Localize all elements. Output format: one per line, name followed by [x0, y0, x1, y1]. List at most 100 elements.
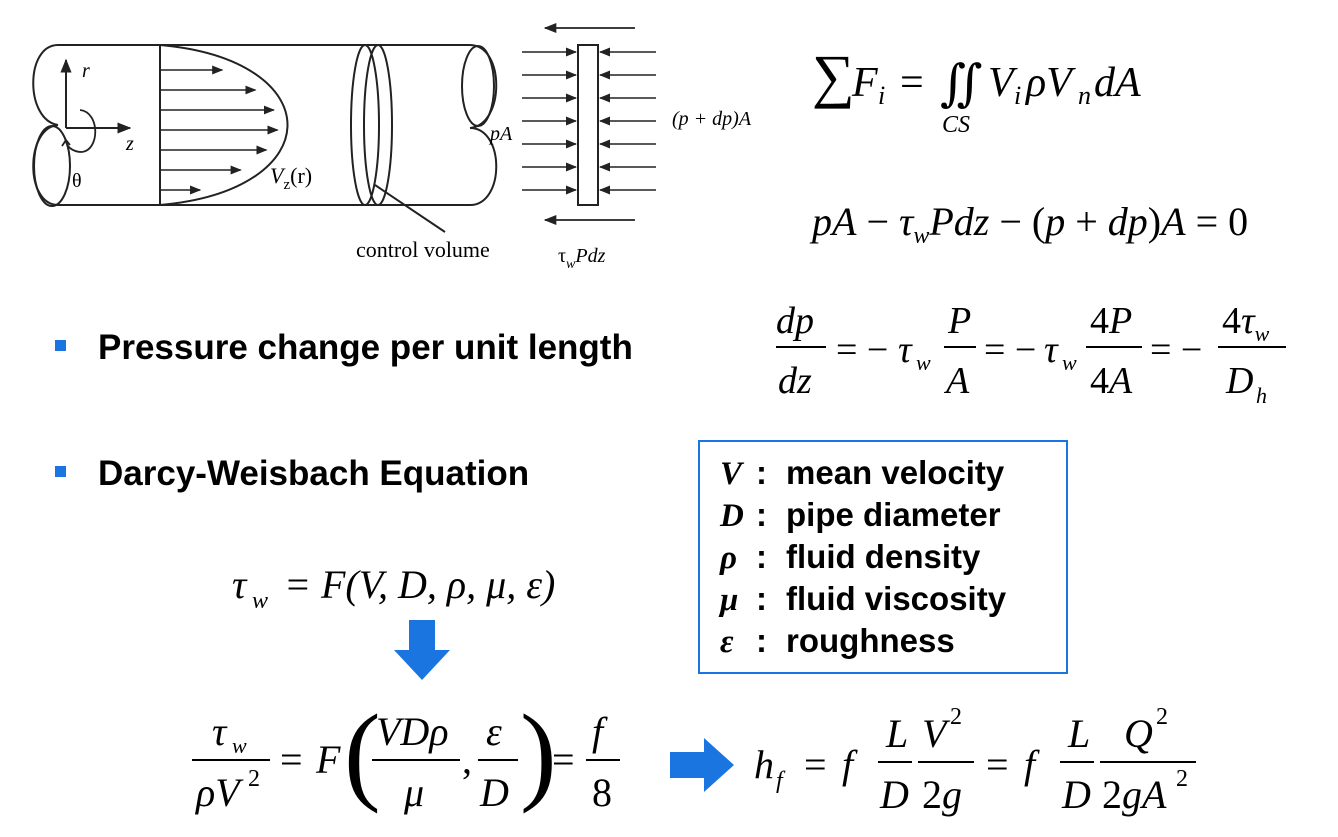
control-volume-label: control volume — [356, 237, 490, 262]
svg-text:L: L — [885, 711, 908, 756]
legend-symbol: D — [720, 498, 744, 534]
legend-text: fluid viscosity — [786, 580, 1007, 617]
legend-symbol: μ — [720, 582, 739, 618]
legend-item: D:pipe diameter — [720, 496, 1001, 535]
svg-text:=: = — [552, 737, 575, 782]
svg-text:f: f — [776, 768, 786, 794]
svg-text:= −: = − — [1150, 329, 1202, 371]
svg-text:P: P — [947, 300, 971, 342]
bullet-icon — [55, 466, 66, 477]
svg-text:8: 8 — [592, 770, 612, 815]
svg-text:f: f — [1024, 742, 1040, 787]
svg-text:V: V — [922, 711, 951, 756]
legend-colon: : — [756, 538, 767, 575]
svg-text:τ: τ — [1044, 329, 1059, 371]
shear-stress-relation: τ w = F(V, D, ρ, μ, ε) — [232, 562, 555, 614]
svg-text:dp: dp — [776, 300, 814, 342]
svg-text:h: h — [754, 742, 774, 787]
pdpA-label: (p + dp)A — [672, 108, 752, 130]
svg-text:τ: τ — [232, 562, 248, 607]
svg-text:f: f — [592, 709, 608, 754]
svg-text:dz: dz — [778, 360, 812, 402]
svg-text:= −: = − — [836, 329, 888, 371]
head-loss-equation: h f = f L D V 2 2g = f L D Q 2 2gA 2 — [754, 704, 1196, 817]
svg-text:4τw: 4τw — [1222, 300, 1270, 346]
svg-text:D: D — [1225, 360, 1253, 402]
nondimensional-relation: τ w ρV 2 = F ( VDρ μ , ε D ) = f 8 — [192, 692, 620, 815]
legend-colon: : — [756, 622, 767, 659]
svg-text:2: 2 — [1176, 766, 1188, 792]
pA-label: pA — [488, 123, 513, 145]
svg-text:2: 2 — [248, 766, 260, 792]
svg-text:w: w — [232, 733, 247, 758]
shear-force-label: τwPdz — [558, 245, 606, 272]
right-arrow-icon — [670, 738, 734, 792]
axis-r-label: r — [82, 60, 90, 82]
svg-text:∬: ∬ — [940, 55, 983, 111]
axis-theta-label: θ — [72, 170, 82, 192]
svg-text:A: A — [943, 360, 970, 402]
svg-text:,: , — [462, 737, 472, 782]
svg-text:i: i — [1014, 81, 1021, 110]
legend-symbol: ρ — [720, 540, 737, 576]
svg-text:2gA: 2gA — [1102, 772, 1167, 817]
svg-text:2g: 2g — [922, 772, 962, 817]
svg-text:=: = — [900, 60, 924, 106]
velocity-profile-label: Vz(r) — [270, 163, 312, 193]
legend-text: fluid density — [786, 538, 981, 575]
pressure-change-heading: Pressure change per unit length — [98, 328, 633, 367]
svg-text:f: f — [842, 742, 858, 787]
svg-text:F: F — [315, 737, 341, 782]
down-arrow-icon — [394, 620, 450, 680]
legend-item: ρ: fluid density — [720, 538, 980, 577]
svg-text:F: F — [851, 60, 878, 106]
darcy-weisbach-heading: Darcy-Weisbach Equation — [98, 454, 530, 493]
svg-text:=: = — [280, 737, 303, 782]
svg-text:h: h — [1256, 383, 1267, 408]
svg-text:∑: ∑ — [812, 43, 855, 109]
svg-text:): ) — [520, 692, 557, 814]
svg-text:= −: = − — [984, 329, 1036, 371]
svg-text:L: L — [1067, 711, 1090, 756]
svg-text:VDρ: VDρ — [376, 709, 449, 754]
svg-text:ρV: ρV — [1024, 60, 1076, 106]
svg-text:4P: 4P — [1090, 300, 1132, 342]
svg-text:V: V — [988, 60, 1018, 106]
svg-text:τ: τ — [212, 709, 228, 754]
force-balance-equation: pA − τwPdz − (p + dp)A = 0 — [809, 199, 1248, 249]
svg-text:2: 2 — [1156, 704, 1168, 730]
legend-text: mean velocity — [786, 454, 1005, 491]
legend-item: ε: roughness — [720, 622, 955, 661]
svg-text:D: D — [479, 770, 509, 815]
svg-text:2: 2 — [950, 704, 962, 730]
legend-colon: : — [756, 580, 767, 617]
svg-text:=: = — [986, 742, 1009, 787]
momentum-equation: ∑ F i = ∬ V i ρV n dA CS — [812, 43, 1141, 138]
svg-text:Q: Q — [1124, 711, 1153, 756]
legend-symbol: ε — [720, 624, 734, 660]
svg-text:(: ( — [344, 692, 381, 814]
svg-text:pA − τwPdz − (p + dp)A = 0: pA − τwPdz − (p + dp)A = 0 — [809, 199, 1248, 249]
pressure-gradient-equation: dp dz = − τ w P A = − τ w 4P 4A = − 4τw … — [776, 300, 1286, 408]
svg-text:w: w — [1062, 350, 1077, 375]
legend-symbol: V — [720, 456, 743, 492]
bullet-icon — [55, 340, 66, 351]
svg-text:w: w — [916, 350, 931, 375]
legend-text: roughness — [786, 622, 955, 659]
legend-text: pipe diameter — [786, 496, 1001, 533]
legend-item: μ: fluid viscosity — [720, 580, 1006, 619]
svg-text:ρV: ρV — [194, 770, 244, 815]
svg-text:dA: dA — [1094, 60, 1141, 106]
svg-text:D: D — [1061, 772, 1091, 817]
axis-z-label: z — [125, 133, 134, 155]
svg-text:= F(V, D, ρ, μ, ε): = F(V, D, ρ, μ, ε) — [284, 562, 555, 607]
legend-item: V: mean velocity — [720, 454, 1004, 493]
svg-text:ε: ε — [486, 709, 502, 754]
svg-text:4A: 4A — [1090, 360, 1133, 402]
svg-text:w: w — [252, 588, 268, 614]
legend-colon: : — [756, 454, 767, 491]
svg-text:μ: μ — [403, 770, 424, 815]
